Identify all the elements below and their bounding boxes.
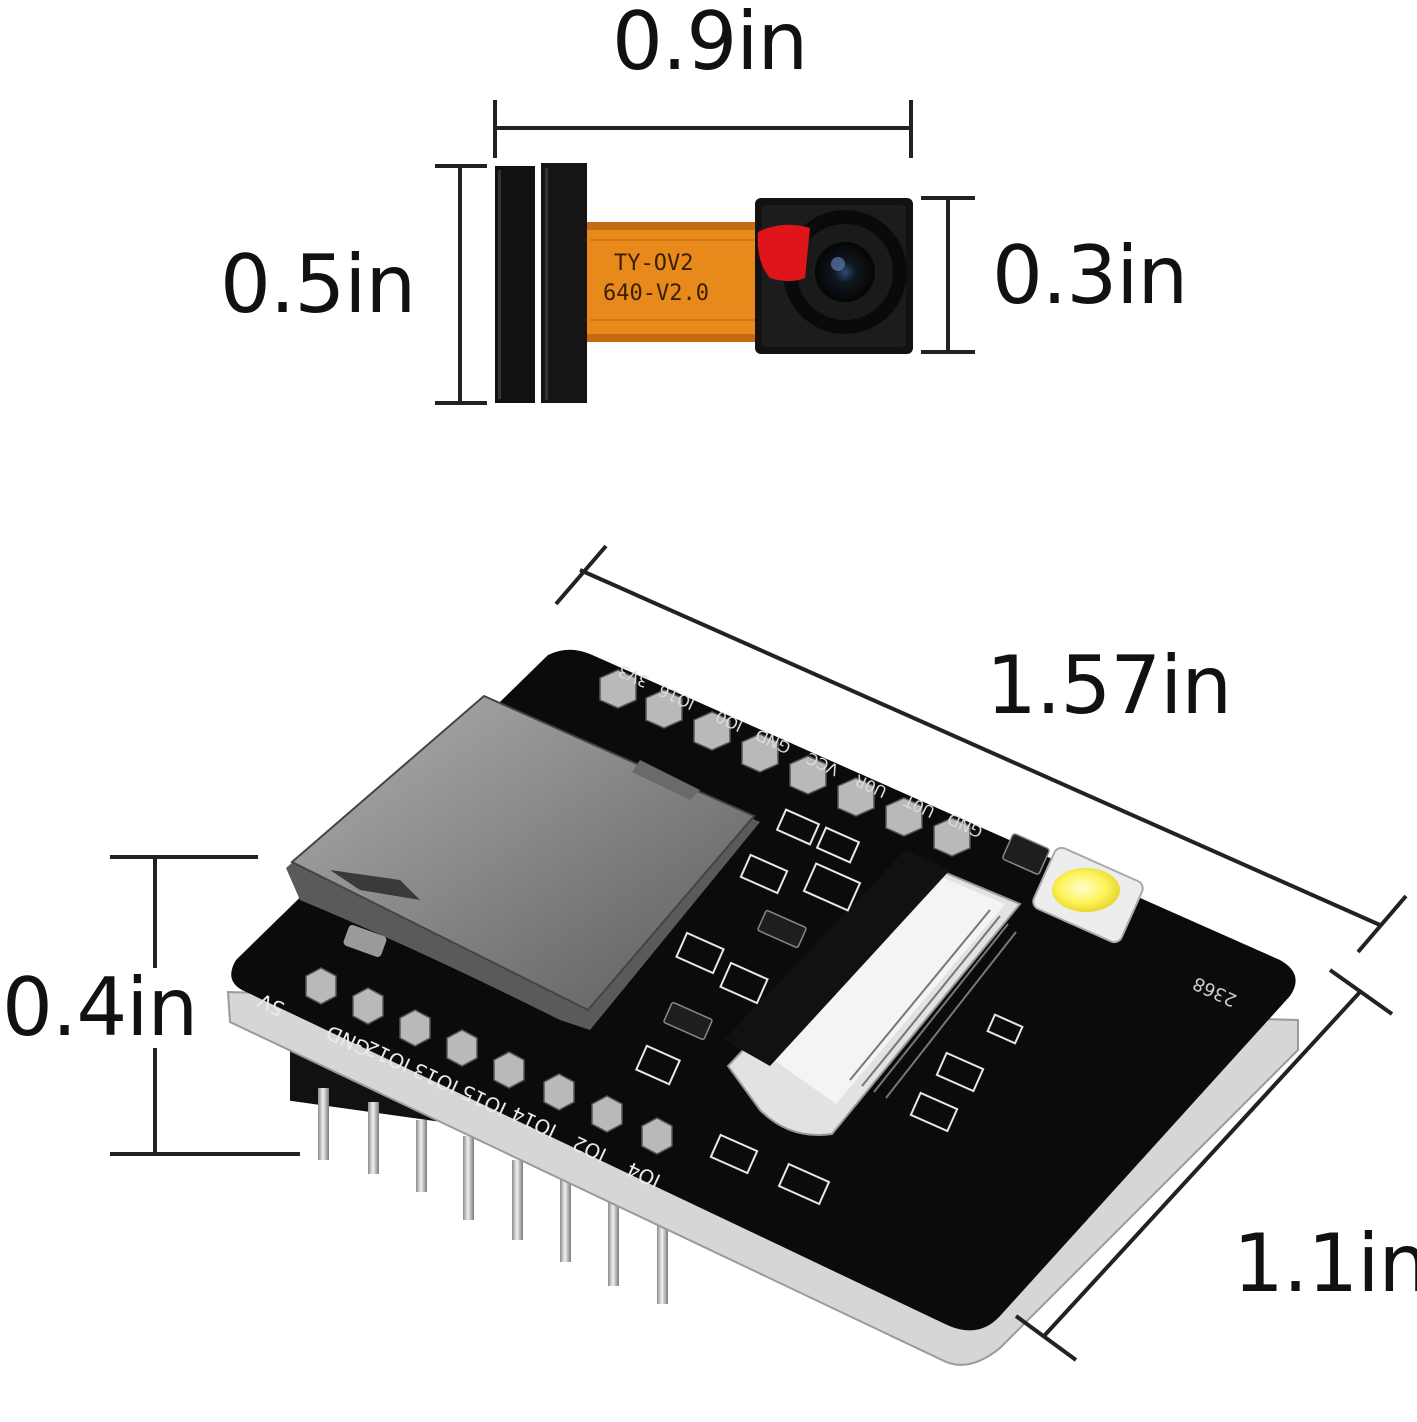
- camera-width-label: 0.9in: [612, 0, 808, 88]
- top-pin-row: [599, 669, 971, 857]
- camera-module: TY-OV2 640-V2.0: [495, 163, 913, 403]
- flex-label-line2: 640-V2.0: [603, 281, 709, 306]
- lens-red-mark: [757, 224, 810, 281]
- camera-lens-height-label: 0.3in: [992, 229, 1188, 322]
- camera-fpc-connector: [724, 850, 1022, 1136]
- camera-connector-left: [495, 166, 535, 403]
- camera-connector-height-label: 0.5in: [220, 238, 416, 331]
- camera-connector-right: [541, 163, 587, 403]
- microsd-slot: [286, 694, 760, 1030]
- board-pin-height-label: 0.4in: [2, 961, 198, 1054]
- flex-label-line1: TY-OV2: [614, 251, 693, 276]
- smd-components: [634, 808, 1024, 1206]
- board-length-label: 1.57in: [986, 639, 1232, 732]
- board-dimension-lines: [110, 544, 1408, 1362]
- board-width-label: 1.1in: [1233, 1217, 1417, 1310]
- flex-cable: [583, 222, 768, 342]
- camera-dimension-lines: [435, 100, 975, 405]
- flash-led: [1032, 846, 1144, 944]
- esp32-cam-board: 5V GND IO12 IO13 IO15 IO14 IO2 IO4 3V3 I…: [226, 649, 1299, 1366]
- bottom-pin-row: [305, 967, 673, 1155]
